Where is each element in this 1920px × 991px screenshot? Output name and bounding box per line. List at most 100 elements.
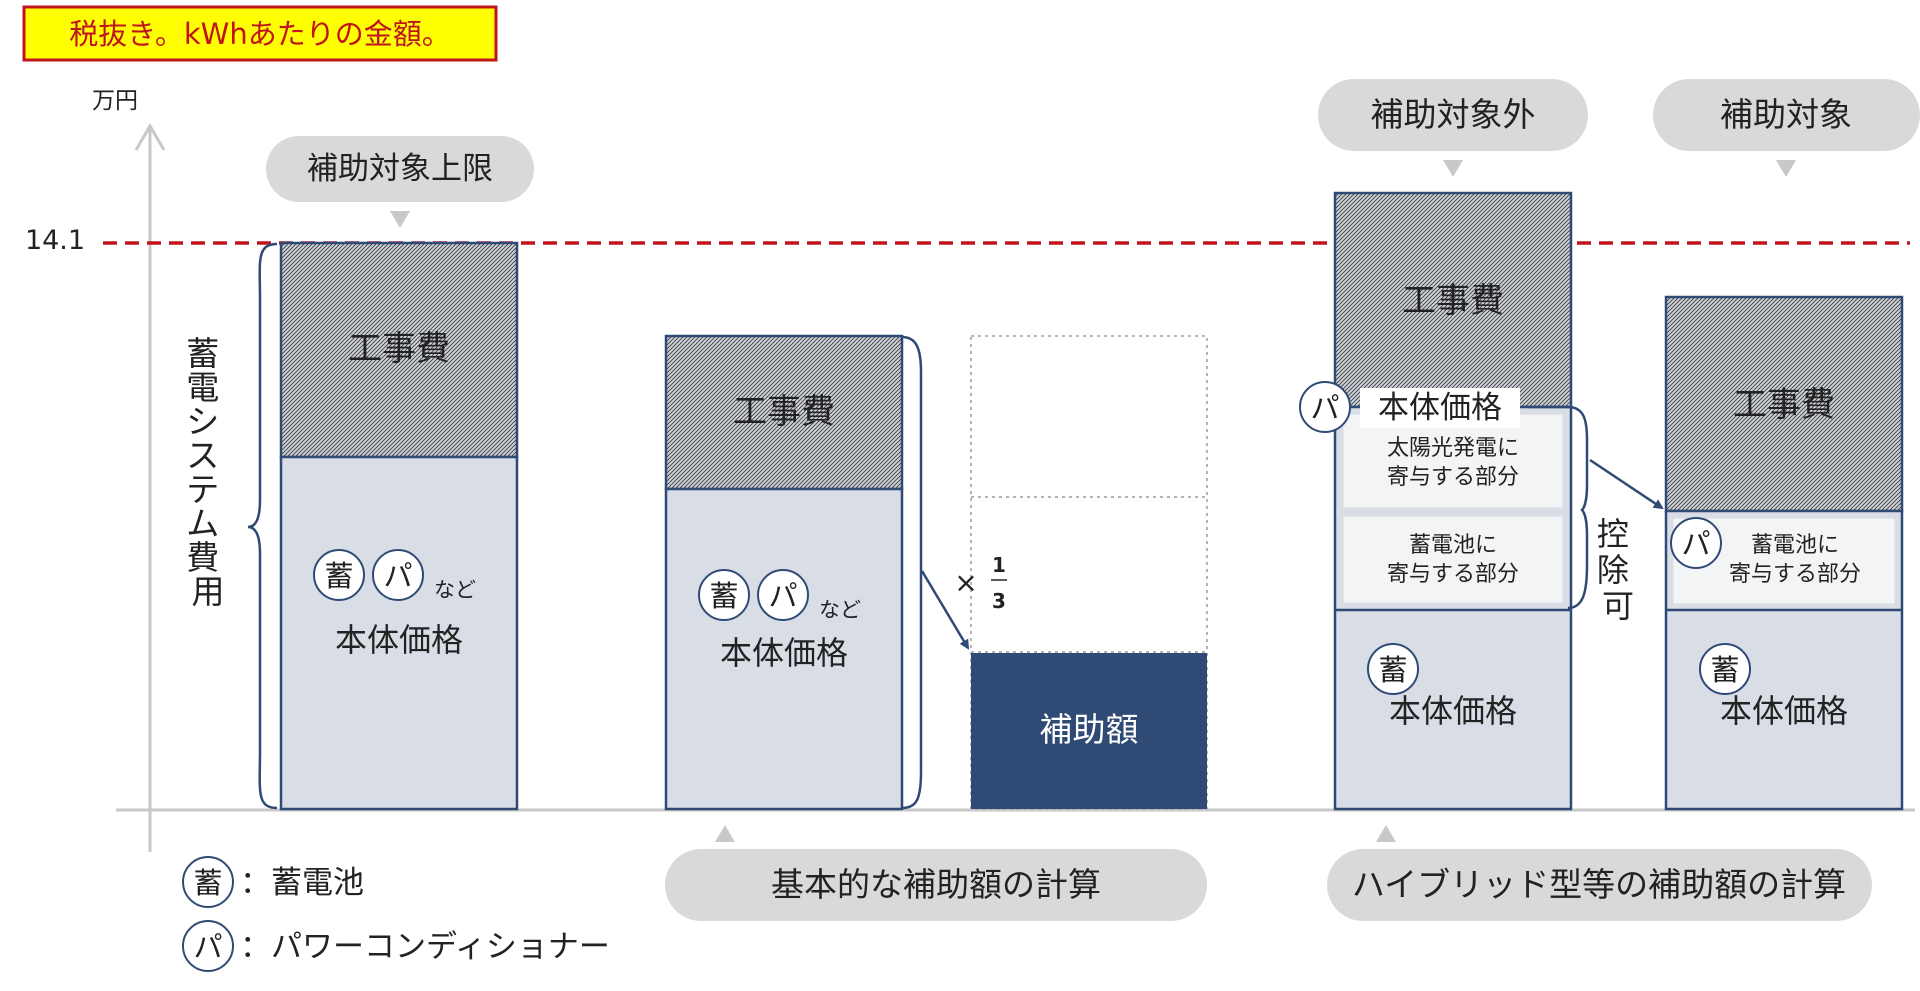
bar-basic: 工事費 蓄 パ など 本体価格 xyxy=(664,334,904,811)
bar5-construction-label: 工事費 xyxy=(1733,385,1835,425)
solar-part-line-1: 太陽光発電に xyxy=(1387,436,1519,461)
upper-limit: 14.1 xyxy=(25,225,1910,256)
caption-basic-text: 基本的な補助額の計算 xyxy=(771,865,1101,904)
fraction-numerator: 1 xyxy=(992,553,1006,577)
bar4-body-label: 本体価格 xyxy=(1389,692,1517,730)
pill-cap-text: 補助対象上限 xyxy=(307,151,493,187)
caption-basic: 基本的な補助額の計算 xyxy=(665,825,1207,921)
system-cost-char-1: 蓄 xyxy=(186,334,219,373)
caption-hybrid: ハイブリッド型等の補助額の計算 xyxy=(1327,825,1872,921)
bar1-body-label: 本体価格 xyxy=(335,621,463,659)
bar4-brace xyxy=(1527,405,1589,610)
subsidy-bar xyxy=(971,653,1207,809)
pcs-symbol-icon xyxy=(757,569,809,621)
bar2-pcs-symbol: パ xyxy=(768,579,797,613)
pcs-symbol-icon xyxy=(1670,517,1722,569)
bar2-body xyxy=(664,487,904,811)
pcs-symbol-icon xyxy=(372,549,424,601)
battery-part-box xyxy=(1342,515,1564,604)
deductible-char-2: 除 xyxy=(1597,551,1629,589)
pcs-symbol-icon xyxy=(1299,381,1351,433)
bar1-construction-label: 工事費 xyxy=(348,329,450,369)
bar2-construction xyxy=(664,334,904,491)
bar2-brace xyxy=(901,335,923,810)
bar5-battery-part-line-2: 寄与する部分 xyxy=(1729,562,1861,587)
system-cost-label: 蓄 電 シ ス テ ム 費 用 xyxy=(186,334,230,611)
deductible-char-1: 控 xyxy=(1597,515,1629,553)
bar5-body-label: 本体価格 xyxy=(1720,692,1848,730)
bar5-construction xyxy=(1664,295,1904,513)
bar1-body xyxy=(279,455,519,811)
y-axis-unit: 万円 xyxy=(92,88,138,114)
bar4-pcs-symbol: パ xyxy=(1310,391,1339,425)
pill-cap: 補助対象上限 xyxy=(266,136,534,228)
bar2-battery-symbol: 蓄 xyxy=(709,579,738,613)
system-cost-char-4: ス xyxy=(186,436,219,475)
bar1-battery-symbol: 蓄 xyxy=(324,559,353,593)
bar5-pcs-symbol: パ xyxy=(1681,527,1710,561)
pill-excluded-text: 補助対象外 xyxy=(1371,95,1536,134)
system-cost-char-3: シ xyxy=(186,402,219,441)
legend-pcs-symbol: パ xyxy=(193,930,222,964)
fraction-denominator: 3 xyxy=(992,589,1006,613)
bar2-etc: など xyxy=(819,598,861,622)
thirds-column: 補助額 xyxy=(970,335,1208,810)
bar2-body-label: 本体価格 xyxy=(720,634,848,672)
bar4-construction xyxy=(1333,191,1573,409)
battery-symbol-icon xyxy=(698,569,750,621)
deductible-label: 控 除 可 xyxy=(1597,515,1639,625)
limit-value: 14.1 xyxy=(25,225,85,256)
caption-hybrid-pointer xyxy=(1376,825,1396,842)
bar1-construction xyxy=(279,241,519,459)
legend-battery: 蓄 ：蓄電池 xyxy=(182,856,364,908)
bar4-construction-label: 工事費 xyxy=(1402,281,1504,321)
pill-cap-pointer xyxy=(390,211,410,228)
pill-included-pointer xyxy=(1776,160,1796,177)
pcs-body-label-bg xyxy=(1360,388,1520,428)
system-cost-char-5: テ xyxy=(186,470,219,509)
system-cost-char-2: 電 xyxy=(186,368,219,407)
bar1-etc: など xyxy=(434,578,476,602)
pill-excluded-pointer xyxy=(1443,160,1463,177)
legend: 蓄 ：蓄電池 パ ：パワーコンディショナー xyxy=(182,856,610,972)
note-text: 税抜き。kWhあたりの金額。 xyxy=(69,17,450,51)
solar-part-line-2: 寄与する部分 xyxy=(1387,465,1519,490)
legend-pcs: パ ：パワーコンディショナー xyxy=(182,920,610,972)
legend-pcs-text: ：パワーコンディショナー xyxy=(240,929,610,965)
caption-hybrid-text: ハイブリッド型等の補助額の計算 xyxy=(1352,865,1846,904)
battery-symbol-icon xyxy=(182,856,234,908)
bar5-battery-part-line-1: 蓄電池に xyxy=(1751,533,1839,558)
pill-included: 補助対象 xyxy=(1653,79,1920,177)
battery-symbol-icon xyxy=(313,549,365,601)
bar-hybrid-after: 工事費 パ 蓄電池に 寄与する部分 蓄 本体価格 xyxy=(1664,295,1904,811)
subsidy-label: 補助額 xyxy=(1040,710,1139,749)
system-cost-char-8: 用 xyxy=(192,572,225,611)
bar-system-cost: 工事費 蓄 パ など 本体価格 xyxy=(279,241,519,811)
solar-part-box xyxy=(1342,413,1564,509)
bar1-pcs-symbol: パ xyxy=(383,559,412,593)
battery-part-line-2: 寄与する部分 xyxy=(1387,562,1519,587)
legend-battery-symbol: 蓄 xyxy=(193,866,222,900)
note-box: 税抜き。kWhあたりの金額。 xyxy=(22,5,498,62)
multiply-sign: × xyxy=(954,566,977,599)
system-cost-brace xyxy=(247,242,278,810)
pcs-symbol-icon xyxy=(182,920,234,972)
y-axis-arrow xyxy=(134,123,166,151)
caption-basic-pointer xyxy=(715,825,735,842)
bar4-battery-symbol: 蓄 xyxy=(1378,653,1407,687)
bar5-battery-symbol: 蓄 xyxy=(1710,653,1739,687)
battery-symbol-icon xyxy=(1367,643,1419,695)
deductible-arrow xyxy=(1589,458,1664,510)
deductible-char-3: 可 xyxy=(1602,587,1634,625)
battery-part-line-1: 蓄電池に xyxy=(1409,533,1497,558)
system-cost-char-6: ム xyxy=(186,504,219,543)
bar2-construction-label: 工事費 xyxy=(733,392,835,432)
one-third-arrow xyxy=(920,570,970,650)
legend-battery-text: ：蓄電池 xyxy=(240,865,364,901)
battery-symbol-icon xyxy=(1699,643,1751,695)
system-cost-char-7: 費 xyxy=(186,538,219,577)
bar-hybrid-before: 工事費 太陽光発電に 寄与する部分 蓄電池に 寄与する部分 パ 本体価格 蓄 本… xyxy=(1299,191,1573,811)
pill-included-text: 補助対象 xyxy=(1720,95,1852,134)
pill-excluded: 補助対象外 xyxy=(1318,79,1588,177)
